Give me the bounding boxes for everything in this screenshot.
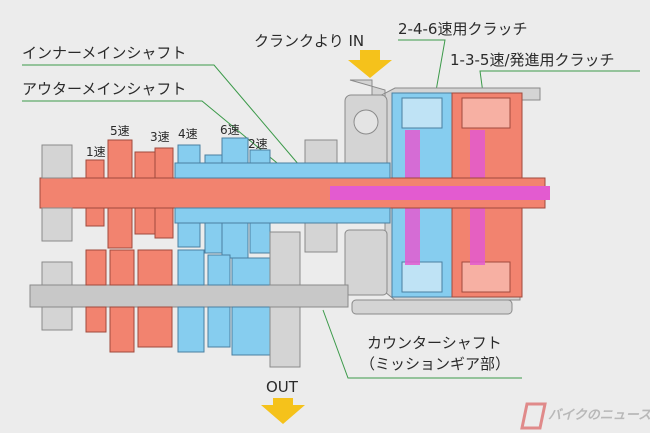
label-counter-shaft-sub: （ミッションギア部） <box>360 355 511 373</box>
outer-main-shaft-bottom <box>174 207 391 224</box>
watermark-logo <box>520 402 547 430</box>
gear-label-1: 1速 <box>86 145 106 159</box>
gear-label-5: 5速 <box>110 124 130 138</box>
counter-shaft <box>29 284 349 308</box>
label-crank-in: クランクより IN <box>254 32 365 50</box>
label-clutch-246: 2-4-6速用クラッチ <box>398 20 528 38</box>
label-counter-shaft: カウンターシャフト <box>367 334 502 352</box>
leader-outer-shaft <box>22 100 289 173</box>
outer-main-shaft-top <box>174 162 391 179</box>
leader-inner-shaft <box>22 64 306 173</box>
label-clutch-135: 1-3-5速/発進用クラッチ <box>450 51 615 69</box>
in-arrow-icon <box>348 50 392 78</box>
odd-gears-counter <box>85 249 173 353</box>
even-gears-main <box>177 137 271 259</box>
counter-shaft-bearings <box>41 144 301 368</box>
even-gears-counter <box>177 249 271 356</box>
label-inner-main-shaft: インナーメインシャフト <box>22 44 187 62</box>
inner-shaft-core <box>330 186 550 200</box>
leader-counter-shaft <box>322 309 522 379</box>
label-out: OUT <box>266 378 298 396</box>
label-outer-main-shaft: アウターメインシャフト <box>22 80 187 98</box>
gear-label-3: 3速 <box>150 130 170 144</box>
gear-label-6: 6速 <box>220 123 240 137</box>
odd-gears-main <box>85 139 174 249</box>
out-arrow-icon <box>261 398 305 424</box>
watermark-text: バイクのニュース <box>548 408 650 423</box>
gear-label-4: 4速 <box>178 127 198 141</box>
gear-label-2: 2速 <box>248 137 268 151</box>
